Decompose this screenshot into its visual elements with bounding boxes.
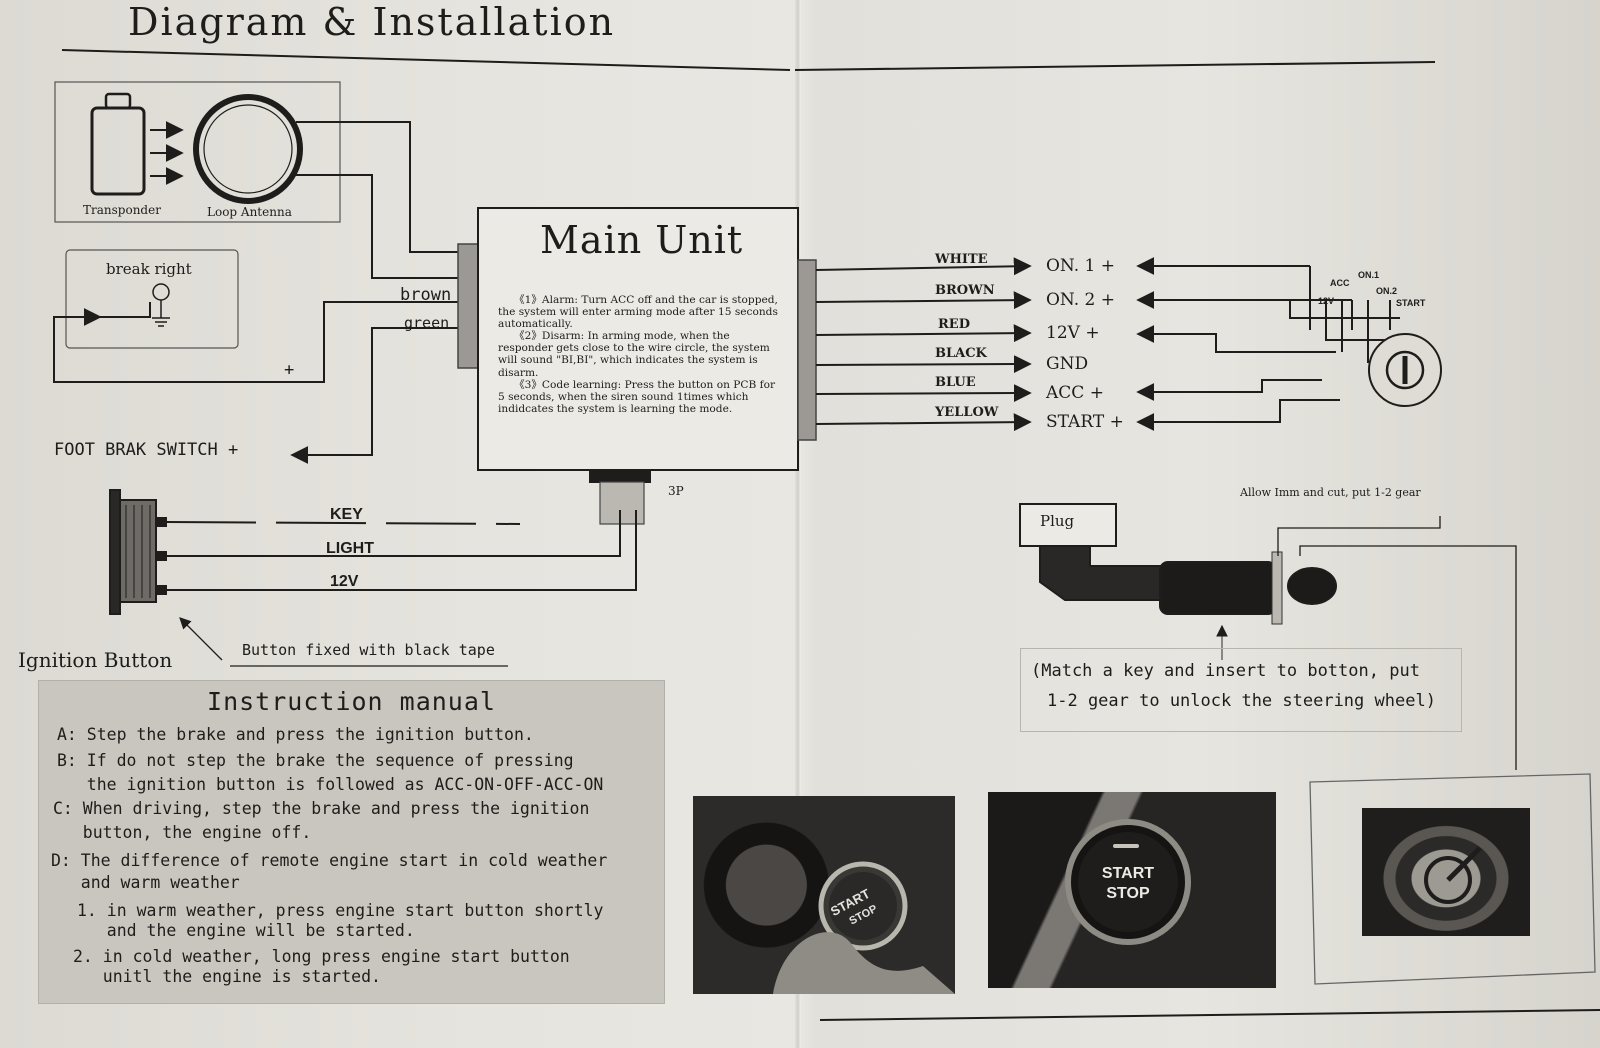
match-key-note-box: (Match a key and insert to botton, put 1… [1020, 648, 1462, 732]
instruction-manual-panel: Instruction manual A: Step the brake and… [38, 680, 665, 1004]
photo-key-ignition-drawing: START STOP [773, 861, 955, 994]
main-unit-note-alarm: 《1》Alarm: Turn ACC off and the car is st… [498, 294, 778, 331]
brake-light-icon [152, 283, 170, 301]
loop-antenna-icon [193, 94, 303, 204]
wire-blue-label: BLUE [935, 375, 976, 390]
steering-lock-icon [1159, 561, 1277, 615]
main-unit-note-disarm: 《2》Disarm: In arming mode, when the resp… [498, 330, 770, 379]
wire-black-label: BLACK [935, 346, 987, 361]
instruction-line-2b: unitl the engine is started. [73, 967, 381, 986]
main-unit-box [477, 207, 799, 471]
photo-start-text-2: START [1102, 865, 1154, 882]
transponder-cap [104, 92, 132, 110]
terminal-on2: ON. 2 + [1046, 290, 1115, 310]
terminal-gnd: GND [1046, 354, 1089, 374]
paper-fold [795, 0, 801, 1048]
button-tape-note: Button fixed with black tape [242, 641, 495, 659]
instruction-line-1a: 1. in warm weather, press engine start b… [77, 901, 604, 920]
main-unit-note-code-learning: 《3》Code learning: Press the button on PC… [498, 378, 776, 415]
wire-red-label: RED [938, 317, 970, 332]
instruction-line-1b: and the engine will be started. [77, 921, 415, 940]
terminal-12v: 12V + [1046, 323, 1100, 343]
ignition-button-label: Ignition Button [18, 648, 173, 672]
match-key-note-line-2: 1-2 gear to unlock the steering wheel) [1047, 691, 1436, 711]
foot-brake-label: FOOT BRAK SWITCH + [54, 440, 239, 460]
brown-wire-label: brown [400, 285, 452, 305]
instruction-line-b1: B: If do not step the brake the sequence… [57, 751, 574, 770]
photo-frame-3 [1309, 773, 1596, 985]
instruction-line-b2: the ignition button is followed as ACC-O… [57, 775, 604, 794]
instruction-line-d2: and warm weather [51, 873, 240, 892]
page-title: Diagram & Installation [128, 0, 616, 44]
main-unit-left-connector [457, 243, 479, 369]
switch-pin-on2: ON.2 [1376, 286, 1398, 296]
switch-pin-on1: ON.1 [1358, 270, 1380, 280]
main-unit-3p-connector [589, 469, 651, 483]
photo-start-stop-button: START STOP [988, 792, 1276, 988]
photo-key-ignition: START STOP [693, 796, 955, 994]
gear-note: Allow Imm and cut, put 1-2 gear [1240, 486, 1421, 499]
connector-3p-label: 3P [668, 484, 684, 498]
break-right-label: break right [106, 260, 192, 278]
header-rule-left [61, 49, 791, 71]
main-unit-right-connector [797, 259, 817, 441]
instruction-manual-title: Instruction manual [207, 687, 496, 716]
instruction-line-c2: button, the engine off. [53, 823, 312, 842]
instruction-line-2a: 2. in cold weather, long press engine st… [73, 947, 570, 966]
photo-start-stop-drawing: START STOP [1065, 819, 1191, 945]
ignition-button-icon [109, 489, 121, 615]
wire-brown-label: BROWN [935, 283, 995, 298]
terminal-start: START + [1046, 412, 1124, 432]
transponder-label: Transponder [83, 203, 161, 217]
photo-key-slot [1362, 808, 1530, 936]
main-unit-notes: 《1》Alarm: Turn ACC off and the car is st… [498, 294, 778, 415]
wire-yellow-label: YELLOW [935, 405, 999, 420]
header-rule-right [794, 61, 1436, 71]
green-wire-label: green [404, 314, 450, 332]
switch-pin-12v: 12V [1318, 296, 1335, 306]
switch-pin-start: START [1396, 298, 1426, 308]
transponder-antenna-box [54, 81, 341, 223]
break-right-box [65, 249, 239, 349]
photo-stop-text-2: STOP [1106, 885, 1150, 902]
terminal-on1: ON. 1 + [1046, 256, 1115, 276]
terminal-acc: ACC + [1046, 383, 1104, 403]
instruction-line-c1: C: When driving, step the brake and pres… [53, 799, 590, 818]
photo-key-slot-drawing [1424, 846, 1482, 904]
instruction-line-d1: D: The difference of remote engine start… [51, 851, 608, 870]
match-key-note-line-1: (Match a key and insert to botton, put [1031, 661, 1420, 681]
instruction-line-a: A: Step the brake and press the ignition… [57, 725, 534, 744]
plug-icon [1019, 503, 1117, 547]
plus-sign: + [284, 360, 295, 380]
button-wire-12v: 12V [330, 573, 359, 590]
transponder-icon [90, 106, 146, 196]
loop-antenna-label: Loop Antenna [207, 205, 292, 219]
main-unit-title: Main Unit [540, 218, 744, 262]
button-wire-light: LIGHT [326, 540, 374, 557]
switch-pin-acc: ACC [1330, 278, 1350, 288]
plug-label: Plug [1040, 512, 1075, 530]
button-wire-key: KEY [330, 506, 363, 523]
wire-white-label: WHITE [935, 252, 988, 267]
